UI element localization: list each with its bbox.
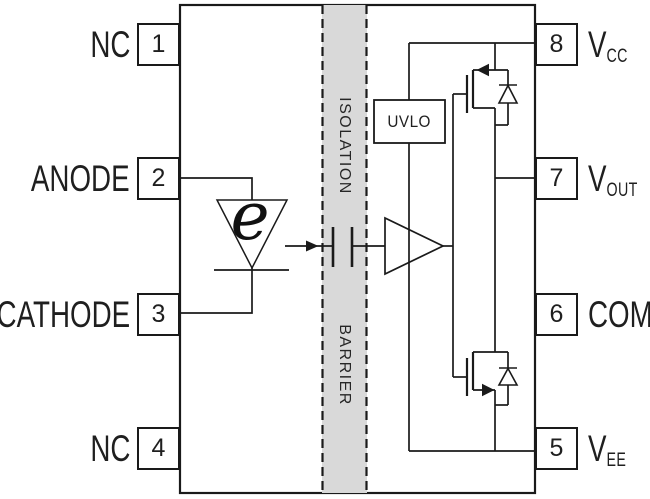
pin-number: 1 [151, 30, 166, 58]
pin-box-5: 5 [535, 427, 578, 470]
gate-bus [443, 94, 454, 377]
pin-label-sub: CC [606, 46, 628, 67]
uvlo-block [373, 99, 446, 144]
emitter-e-glyph: e [230, 177, 270, 255]
pin-box-3: 3 [137, 293, 180, 336]
pin-box-2: 2 [137, 157, 180, 200]
pin-label-nc-1: NC [89, 24, 130, 65]
isolation-band [321, 5, 368, 493]
pin-number: 2 [151, 164, 166, 192]
high-side-mosfet-icon [453, 43, 509, 126]
pin-box-1: 1 [137, 23, 180, 66]
cathode-lead [180, 268, 253, 314]
pin-label-cathode: CATHODE [0, 294, 130, 335]
pin-box-4: 4 [137, 427, 180, 470]
pin-label-main: COM [588, 294, 650, 335]
pin-label-com: COM [588, 293, 650, 336]
low-side-body-diode-icon [497, 366, 519, 386]
emitter-triangle [215, 199, 289, 270]
amplifier-icon [384, 216, 445, 276]
pin-label-anode: ANODE [31, 158, 130, 199]
uvlo-block-label: UVLO [374, 100, 445, 143]
pin-label-main: V [588, 428, 607, 469]
ls-mosfet-arrow [482, 383, 495, 397]
pin-label-vee: VEE [588, 427, 627, 471]
led-emitter-icon [180, 177, 289, 314]
pin-label-nc-4: NC [89, 428, 130, 469]
pin-box-7: 7 [535, 157, 578, 200]
vout-net [494, 108, 535, 352]
pin-number: 6 [549, 300, 564, 328]
pin-label-main: V [588, 24, 607, 65]
pin-number: 8 [549, 30, 564, 58]
hs-mosfet-arrow [476, 63, 489, 77]
pin-label-sub: EE [606, 450, 627, 471]
uvlo-text: UVLO [387, 111, 432, 131]
pin-number: 4 [151, 434, 166, 462]
ls-diode-triangle [497, 366, 519, 386]
isolation-band-fill [322, 5, 367, 493]
anode-lead [180, 177, 253, 200]
pin-label-sub: OUT [606, 180, 638, 201]
pin-box-6: 6 [535, 293, 578, 336]
pin-label-vcc: VCC [588, 23, 628, 67]
isolation-capacitor-icon [316, 227, 385, 267]
hs-diode-triangle [497, 83, 519, 104]
isolation-barrier-label-top: ISOLATION [336, 97, 353, 195]
pin-number: 5 [549, 434, 564, 462]
pin-label-main: V [588, 158, 607, 199]
pin-number: 3 [151, 300, 166, 328]
high-side-body-diode-icon [497, 83, 519, 104]
signal-arrow-icon [285, 240, 319, 252]
pin-label-vout: VOUT [588, 157, 638, 201]
isolation-barrier-label-bottom: BARRIER [336, 324, 353, 406]
pin-number: 7 [549, 164, 564, 192]
pin-box-8: 8 [535, 23, 578, 66]
signal-arrowhead [306, 240, 319, 252]
